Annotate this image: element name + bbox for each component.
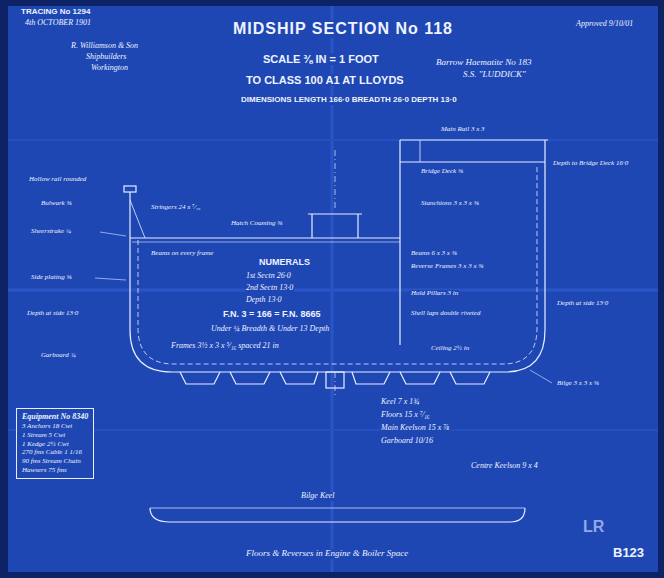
drawing-note: TRACING No 1294 — [20, 8, 91, 17]
table-heading: Equipment No 8340 — [22, 412, 88, 422]
drawing-note: Approved 9/10/01 — [575, 20, 634, 29]
table-row: 270 fms Cable 1 1/16 — [22, 448, 88, 457]
drawing-note: Beams on every frame — [150, 250, 214, 258]
drawing-note: B123 — [612, 546, 645, 560]
drawing-note: Depth at side 13·0 — [556, 300, 609, 308]
drawing-note: Hold Pillars 3 in — [410, 290, 459, 298]
drawing-note: DIMENSIONS LENGTH 166·0 BREADTH 26·0 DEP… — [240, 96, 458, 105]
drawing-note: Garboard ¾ — [40, 352, 77, 360]
drawing-note: SCALE ⅜ IN = 1 FOOT — [262, 53, 380, 65]
drawing-note: Shipbuilders — [85, 53, 127, 62]
drawing-note: Under ¼ Breadth & Under 13 Depth — [210, 325, 330, 334]
drawing-note: Beams 6 x 3 x ⅜ — [410, 250, 458, 258]
watermark: LR — [582, 518, 605, 536]
drawing-note: Bulwark ⅜ — [40, 200, 73, 208]
drawing-note: Side plating ⅝ — [30, 274, 73, 282]
table-row: 3 Anchors 18 Cwt — [22, 422, 88, 431]
drawing-note: Reverse Frames 3 x 3 x ⅜ — [410, 263, 485, 271]
drawing-note: Frames 3½ x 3 x ⁵⁄₁₆ spaced 21 in — [170, 342, 280, 351]
table-row: 90 fms Stream Chain — [22, 457, 88, 466]
drawing-note: Floors & Reverses in Engine & Boiler Spa… — [245, 549, 409, 559]
drawing-note: Hollow rail rounded — [28, 176, 87, 184]
drawing-note: Centre Keelson 9 x 4 — [470, 462, 539, 471]
drawing-note: S.S. "LUDDICK" — [462, 70, 527, 80]
drawing-note: Main Keelson 15 x ⅞ — [380, 424, 450, 433]
drawing-note: Barrow Haematite No 183 — [435, 58, 532, 68]
drawing-note: Main Rail 3 x 3 — [440, 126, 486, 134]
table-row: Hawsers 75 fms — [22, 466, 88, 475]
table-row: 1 Stream 5 Cwt — [22, 431, 88, 440]
drawing-note: Sheerstrake ¾ — [30, 228, 72, 236]
drawing-note: Depth to Bridge Deck 16·0 — [552, 160, 629, 168]
equipment-table: Equipment No 83403 Anchors 18 Cwt1 Strea… — [16, 408, 94, 479]
drawing-note: Bridge Deck ⅜ — [420, 168, 464, 176]
drawing-note: Shell laps double riveted — [410, 310, 481, 318]
drawing-note: R. Williamson & Son — [70, 42, 139, 51]
drawing-note: Bilge Keel — [300, 492, 336, 501]
drawing-note: TO CLASS 100 A1 AT LLOYDS — [245, 74, 405, 86]
drawing-note: Garboard 10/16 — [380, 437, 434, 446]
drawing-note: Depth 13·0 — [245, 296, 283, 305]
drawing-note: 4th OCTOBER 1901 — [24, 19, 92, 28]
drawing-note: Ceiling 2½ in — [430, 345, 470, 353]
drawing-note: NUMERALS — [258, 258, 311, 268]
drawing-note: 2nd Sectn 13·0 — [245, 284, 294, 293]
drawing-note: Stringers 24 x ⁷⁄₁₆ — [150, 204, 202, 212]
drawing-note: Depth at side 13·0 — [26, 310, 79, 318]
drawing-note: Bilge 3 x 3 x ⅜ — [556, 380, 600, 388]
drawing-note: Stanchions 3 x 3 x ⅜ — [420, 200, 480, 208]
drawing-note: Hatch Coaming ⅜ — [230, 220, 284, 228]
drawing-note: 1st Sectn 26·0 — [245, 272, 292, 281]
drawing-note: Floors 15 x ⁷⁄₁₆ — [380, 411, 431, 420]
drawing-title: MIDSHIP SECTION No 118 — [232, 20, 454, 38]
drawing-note: F.N. 3 = 166 = F.N. 8665 — [222, 310, 322, 320]
table-row: 1 Kedge 2½ Cwt — [22, 440, 88, 449]
drawing-note: Workington — [90, 64, 129, 73]
drawing-note: Keel 7 x 1¾ — [380, 398, 420, 407]
